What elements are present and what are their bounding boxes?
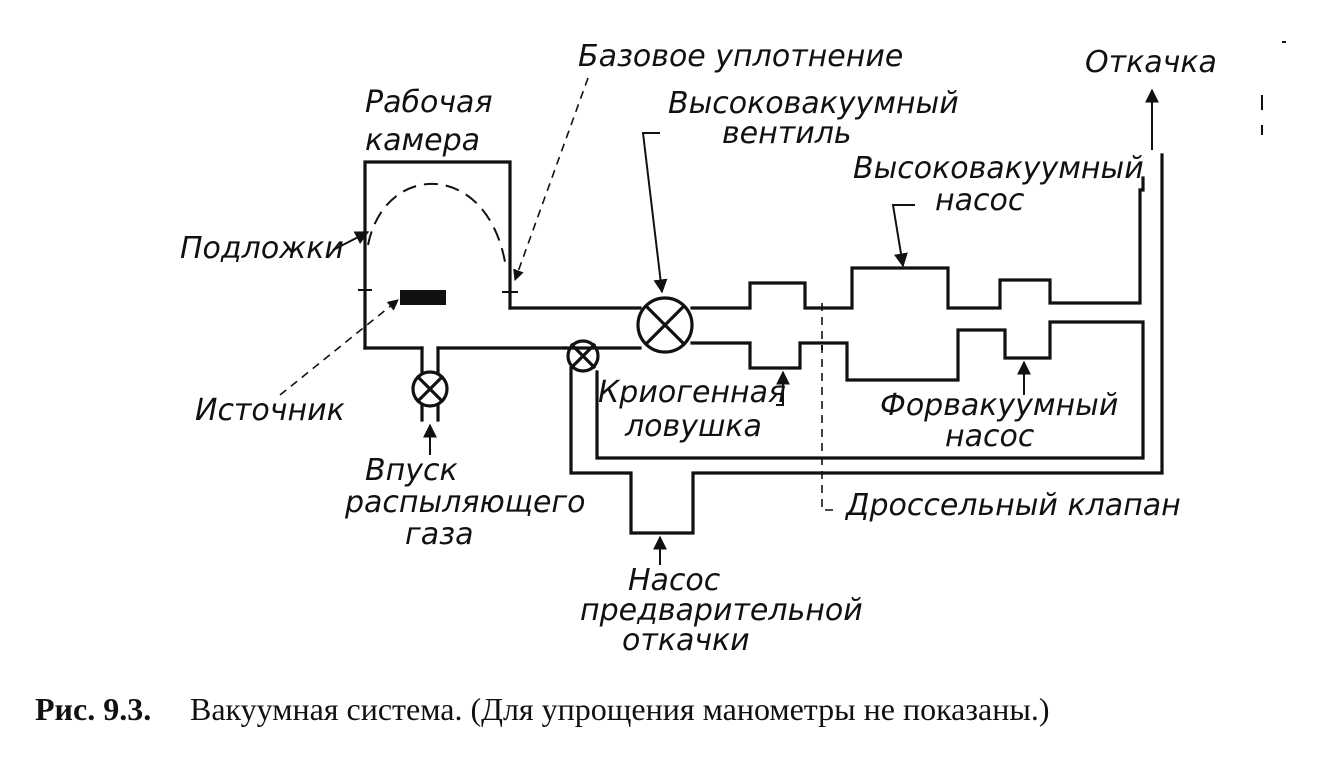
figure-caption: Рис. 9.3. Вакуумная система. (Для упроще… <box>35 691 1050 727</box>
label-source: Источник <box>195 393 345 428</box>
upper-pipe <box>690 188 1142 310</box>
label-hv-pump: Высоковакуумный насос <box>853 151 1153 218</box>
label-chamber: Рабочая камера <box>365 85 502 158</box>
label-rough-pump: Насос предварительной откачки <box>580 563 872 658</box>
lower-pipe <box>595 320 1145 460</box>
outer-pipe <box>569 153 1164 535</box>
leader-base-seal <box>513 77 589 282</box>
label-cryo-trap: Криогенная ловушка <box>598 375 796 444</box>
gas-inlet-valve <box>411 346 449 422</box>
label-fore-pump: Форвакуумный насос <box>880 388 1128 454</box>
working-chamber <box>358 160 567 350</box>
leader-source <box>279 299 399 396</box>
leader-cryo <box>776 370 790 406</box>
edge-mark <box>1261 41 1286 135</box>
label-base-seal: Базовое уплотнение <box>578 39 903 74</box>
label-throttle-valve: Дроссельный клапан <box>844 488 1181 523</box>
label-substrates: Подложки <box>180 231 344 266</box>
hv-valve-symbol <box>636 296 694 354</box>
throttle-line <box>821 303 838 511</box>
leader-hv-valve <box>641 132 668 294</box>
leader-hv-pump <box>891 204 915 268</box>
label-hv-valve: Высоковакуумный вентиль <box>668 86 968 151</box>
label-exhaust: Откачка <box>1085 45 1217 80</box>
source-block <box>400 290 446 305</box>
leader-substrates <box>332 231 370 251</box>
label-gas-inlet: Впуск распыляющего газа <box>344 453 595 552</box>
rough-valve-symbol <box>566 339 600 373</box>
